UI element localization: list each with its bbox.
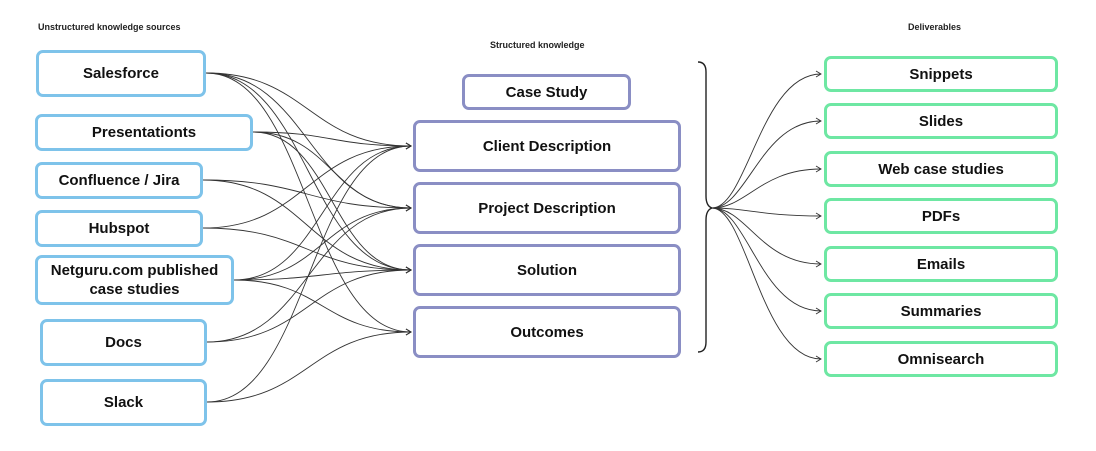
sources-heading: Unstructured knowledge sources <box>38 22 181 32</box>
source-to-section-link <box>205 72 412 147</box>
arrowhead <box>405 328 412 336</box>
brace-to-deliverable-link <box>711 207 822 312</box>
arrowhead <box>815 165 822 173</box>
source-docs: Docs <box>40 319 207 366</box>
source-to-section-link <box>233 207 412 281</box>
source-to-section-link <box>206 331 412 403</box>
source-to-section-link <box>206 145 412 403</box>
deliverable-emails: Emails <box>824 246 1058 282</box>
section-project-description: Project Description <box>413 182 681 234</box>
source-to-section-link <box>252 131 412 147</box>
section-solution: Solution <box>413 244 681 296</box>
source-to-section-link <box>233 269 412 281</box>
arrowhead <box>815 355 822 363</box>
brace-to-deliverable-link <box>711 207 822 360</box>
source-presentations: Presentationts <box>35 114 253 151</box>
deliverable-summaries: Summaries <box>824 293 1058 329</box>
source-slack: Slack <box>40 379 207 426</box>
brace-to-deliverable-link <box>711 73 822 209</box>
arrowhead <box>815 70 822 78</box>
source-to-section-link <box>205 72 412 271</box>
deliverable-snippets: Snippets <box>824 56 1058 92</box>
brace-to-deliverable-link <box>711 207 822 217</box>
section-client-description: Client Description <box>413 120 681 172</box>
source-salesforce: Salesforce <box>36 50 206 97</box>
source-to-section-link <box>202 227 412 271</box>
arrowhead <box>815 260 822 268</box>
deliverable-slides: Slides <box>824 103 1058 139</box>
arrowhead <box>405 204 412 212</box>
brace <box>697 61 715 353</box>
section-outcomes: Outcomes <box>413 306 681 358</box>
arrowhead <box>405 266 412 274</box>
source-to-section-link <box>202 179 412 209</box>
source-to-section-link <box>233 279 412 333</box>
case-study-title: Case Study <box>462 74 631 110</box>
source-to-section-link <box>252 131 412 209</box>
arrowhead <box>405 142 412 150</box>
source-to-section-link <box>206 269 412 343</box>
deliverable-omnisearch: Omnisearch <box>824 341 1058 377</box>
arrowhead <box>815 307 822 315</box>
source-to-section-link <box>202 145 412 229</box>
source-hubspot: Hubspot <box>35 210 203 247</box>
deliverable-web-case-studies: Web case studies <box>824 151 1058 187</box>
source-to-section-link <box>202 179 412 271</box>
arrowhead <box>815 212 822 220</box>
deliverables-heading: Deliverables <box>908 22 962 32</box>
structured-heading: Structured knowledge <box>490 40 585 50</box>
source-to-section-link <box>205 72 412 333</box>
source-to-section-link <box>233 145 412 281</box>
source-netguru-case-studies: Netguru.com published case studies <box>35 255 234 305</box>
brace-to-deliverable-link <box>711 207 822 265</box>
deliverable-pdfs: PDFs <box>824 198 1058 234</box>
brace-to-deliverable-link <box>711 168 822 209</box>
arrowhead <box>815 117 822 125</box>
source-confluence-jira: Confluence / Jira <box>35 162 203 199</box>
source-to-section-link <box>252 131 412 271</box>
brace-to-deliverable-link <box>711 120 822 209</box>
